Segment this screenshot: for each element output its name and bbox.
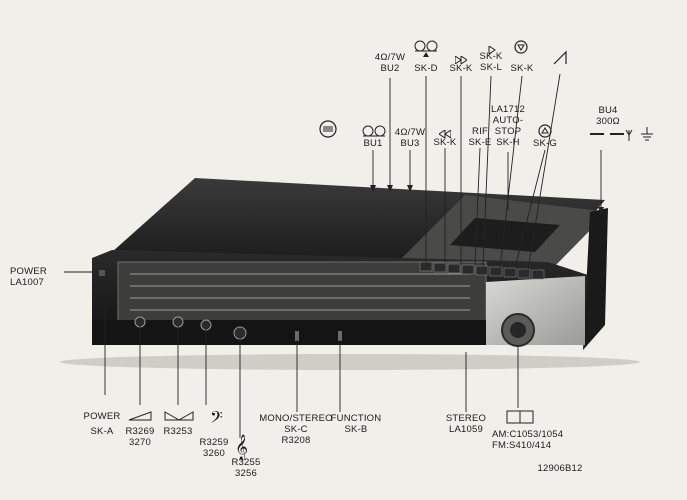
control-strip — [92, 320, 486, 345]
label-balance: R3253 — [163, 426, 193, 437]
balance-icon — [164, 408, 194, 426]
dolby-icon — [319, 120, 337, 143]
label-skk-stop: SK-K — [510, 63, 534, 74]
treble-clef-icon: 𝄞 — [235, 435, 249, 460]
figure-number: 12906B12 — [537, 463, 583, 474]
stop-icon — [514, 40, 528, 59]
bass-clef-icon: 𝄢 — [210, 407, 223, 431]
play-icon — [488, 41, 496, 59]
tuning-knob-icon — [506, 410, 534, 429]
label-skd: SK-D — [414, 63, 438, 74]
shadow — [60, 354, 640, 370]
power-led — [99, 270, 105, 276]
volume-wedge-icon — [128, 408, 152, 426]
label-skk-ff: SK-K — [449, 63, 473, 74]
fast-forward-icon — [454, 51, 468, 69]
right-side — [583, 208, 608, 350]
label-bu1: BU1 — [363, 138, 383, 149]
record-icon — [552, 48, 568, 73]
label-skk-rewind: SK-K — [433, 137, 457, 148]
antenna-icon — [590, 128, 636, 147]
tape-reels-icon — [414, 40, 438, 63]
slide-switches — [295, 331, 342, 341]
ground-icon — [640, 127, 654, 146]
tape-reels-icon — [362, 124, 386, 142]
piano-keys — [419, 261, 545, 280]
dial-scale — [130, 273, 470, 311]
eject-icon — [538, 124, 552, 143]
label-skg: SK-G — [532, 138, 558, 149]
